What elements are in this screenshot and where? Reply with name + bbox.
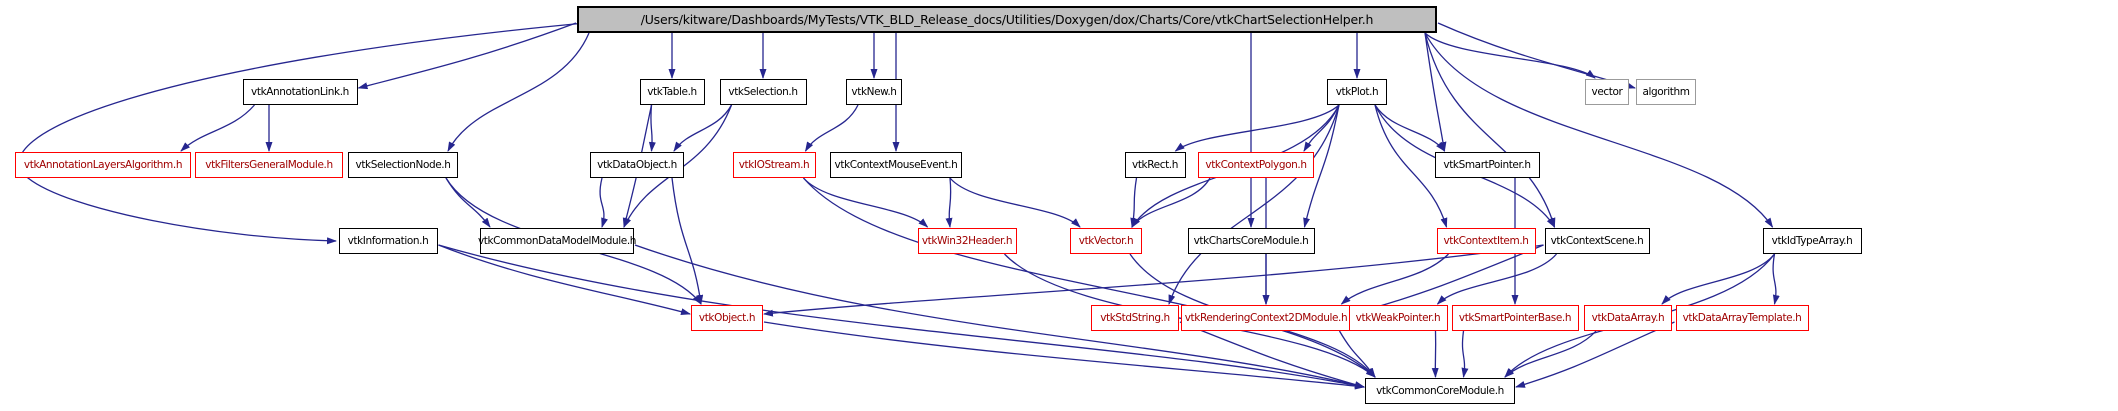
include-edge: [1340, 253, 1449, 305]
node-vtktable-h[interactable]: vtkTable.h: [639, 79, 705, 105]
include-edge: [1303, 104, 1340, 228]
node-vtkselection-h[interactable]: vtkSelection.h: [719, 79, 807, 105]
include-edge: [1424, 32, 1774, 228]
include-edge: [945, 177, 953, 228]
node-vtkweakpointer-h[interactable]: vtkWeakPointer.h: [1348, 305, 1448, 331]
node-vtkdataarraytemplate-h[interactable]: vtkDataArrayTemplate.h: [1675, 305, 1809, 331]
node-vtkrect-h[interactable]: vtkRect.h: [1124, 152, 1186, 178]
include-edge: [445, 177, 491, 228]
include-edge: [1436, 253, 1557, 305]
include-edge: [1131, 177, 1211, 228]
node-vtkannotationlayersalgorithm-h[interactable]: vtkAnnotationLayersAlgorithm.h: [15, 152, 191, 178]
include-edge: [1374, 104, 1448, 228]
node-vtkwin32header-h[interactable]: vtkWin32Header.h: [917, 228, 1017, 254]
node-vtkstdstring-h[interactable]: vtkStdString.h: [1091, 305, 1179, 331]
node-algorithm: algorithm: [1636, 79, 1696, 105]
include-edge: [1179, 321, 1365, 388]
include-edge: [1461, 330, 1469, 378]
include-edge: [1424, 32, 1596, 79]
include-edge: [1168, 104, 1340, 305]
include-edge: [357, 22, 577, 90]
node-vtkcommoncoremodule-h[interactable]: vtkCommonCoreModule.h: [1365, 378, 1515, 404]
include-edge: [648, 104, 656, 152]
node-vtkcontextpolygon-h[interactable]: vtkContextPolygon.h: [1198, 152, 1314, 178]
include-edge: [1424, 32, 1556, 228]
include-edge: [1130, 177, 1138, 228]
node-vtkidtypearray-h[interactable]: vtkIdTypeArray.h: [1762, 228, 1862, 254]
node-vtkdataarray-h[interactable]: vtkDataArray.h: [1584, 305, 1672, 331]
include-edge: [438, 244, 691, 316]
include-edge: [634, 244, 1365, 389]
node-vtkcontextmouseevent-h[interactable]: vtkContextMouseEvent.h: [830, 152, 962, 178]
node-root-vtkchartselectionhelper-h: /Users/kitware/Dashboards/MyTests/VTK_BL…: [577, 6, 1437, 33]
include-edge: [1515, 321, 1675, 388]
node-vtkvector-h[interactable]: vtkVector.h: [1070, 228, 1142, 254]
include-edge: [949, 177, 1081, 228]
include-edge: [1424, 32, 1447, 152]
node-vector: vector: [1585, 79, 1629, 105]
include-edge: [803, 177, 929, 228]
node-vtkcontextscene-h[interactable]: vtkContextScene.h: [1544, 228, 1650, 254]
include-edge: [18, 21, 597, 245]
include-edge: [1772, 253, 1780, 305]
node-vtkfiltersgeneralmodule-h[interactable]: vtkFiltersGeneralModule.h: [195, 152, 343, 178]
include-edge: [803, 177, 1376, 378]
node-vtkchartscoremodule-h[interactable]: vtkChartsCoreModule.h: [1187, 228, 1315, 254]
node-vtkcontextitem-h[interactable]: vtkContextItem.h: [1436, 228, 1536, 254]
include-edge: [1174, 104, 1340, 152]
node-vtksmartpointerbase-h[interactable]: vtkSmartPointerBase.h: [1451, 305, 1579, 331]
node-vtkplot-h[interactable]: vtkPlot.h: [1327, 79, 1387, 105]
include-edge: [1338, 330, 1376, 378]
node-vtknew-h[interactable]: vtkNew.h: [846, 79, 902, 105]
include-edge: [804, 104, 859, 152]
include-edge: [763, 321, 1365, 390]
node-vtkiostream-h[interactable]: vtkIOStream.h: [732, 152, 816, 178]
include-edge: [763, 244, 1544, 317]
include-edge: [673, 104, 733, 152]
node-vtkdataobject-h[interactable]: vtkDataObject.h: [590, 152, 684, 178]
include-edge: [438, 244, 1365, 389]
node-vtkselectionnode-h[interactable]: vtkSelectionNode.h: [348, 152, 458, 178]
include-edge: [599, 177, 608, 228]
node-vtkcommondatamodelmodule-h[interactable]: vtkCommonDataModelModule.h: [478, 228, 636, 254]
node-vtkobject-h[interactable]: vtkObject.h: [691, 305, 763, 331]
node-vtkrenderingcontext2dmodule-h[interactable]: vtkRenderingContext2DModule.h: [1180, 305, 1352, 331]
node-vtkinformation-h[interactable]: vtkInformation.h: [338, 228, 438, 254]
node-vtksmartpointer-h[interactable]: vtkSmartPointer.h: [1434, 152, 1540, 178]
include-edge: [671, 177, 704, 305]
include-edge: [1374, 104, 1446, 152]
include-edge: [1504, 330, 1597, 378]
node-vtkannotationlink-h[interactable]: vtkAnnotationLink.h: [242, 79, 358, 105]
include-edge: [447, 32, 590, 152]
include-edge: [180, 104, 255, 152]
include-edge: [1661, 253, 1776, 305]
